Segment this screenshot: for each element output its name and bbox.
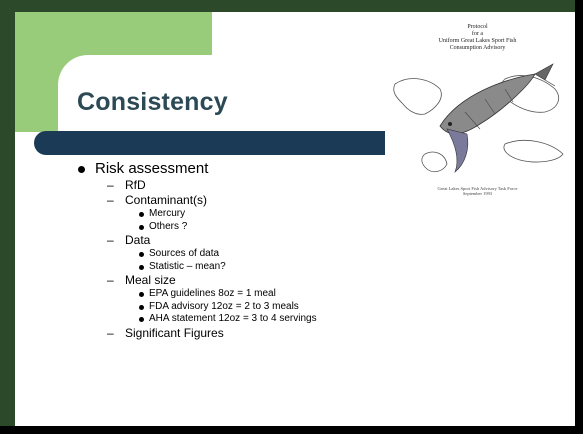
lake-outline bbox=[393, 78, 442, 115]
dash-icon: – bbox=[107, 325, 114, 340]
list-item: Mercury bbox=[139, 208, 478, 221]
small-dot-icon bbox=[139, 224, 144, 230]
sub-bullet-label: Contaminant(s) bbox=[125, 193, 208, 207]
sub-bullet-rfd: – RfD bbox=[107, 178, 478, 193]
report-cover-image: Protocol for a Uniform Great Lakes Sport… bbox=[385, 14, 570, 202]
sub-bullet-list: – RfD – Contaminant(s) Mercury Others ? … bbox=[107, 178, 478, 341]
small-dot-icon bbox=[139, 264, 144, 270]
fish-icon bbox=[439, 63, 556, 173]
dash-icon: – bbox=[107, 193, 114, 207]
list-item: EPA guidelines 8oz = 1 meal bbox=[139, 288, 478, 301]
cover-title-line: Protocol bbox=[467, 24, 488, 30]
small-dot-icon bbox=[139, 212, 144, 217]
sub-sub-bullet-list: Sources of data Statistic – mean? bbox=[139, 248, 478, 273]
dash-icon: – bbox=[107, 273, 114, 287]
bullet-risk-assessment: Risk assessment – RfD – Contaminant(s) M… bbox=[78, 160, 478, 341]
title-underline-bar bbox=[34, 131, 394, 155]
small-dot-icon bbox=[139, 304, 144, 310]
cover-footer-line: September 1993 bbox=[462, 191, 493, 196]
bullet-list: Risk assessment – RfD – Contaminant(s) M… bbox=[78, 160, 478, 341]
sub-bullet-label: Meal size bbox=[125, 273, 176, 287]
small-dot-icon bbox=[139, 252, 144, 257]
list-item-text: AHA statement 12oz = 3 to 4 servings bbox=[149, 313, 317, 324]
small-dot-icon bbox=[139, 317, 144, 322]
list-item-text: EPA guidelines 8oz = 1 meal bbox=[149, 288, 276, 299]
frame-right-border bbox=[575, 0, 583, 434]
cover-footer-line: Great Lakes Sport Fish Advisory Task For… bbox=[437, 186, 518, 191]
list-item-text: Statistic – mean? bbox=[149, 260, 226, 272]
list-item-text: Sources of data bbox=[149, 248, 220, 259]
great-lakes-fish-illustration bbox=[393, 63, 564, 173]
bullet-label: Risk assessment bbox=[95, 160, 209, 177]
sub-bullet-label: Significant Figures bbox=[125, 325, 224, 340]
small-dot-icon bbox=[139, 292, 144, 297]
slide-content: Risk assessment – RfD – Contaminant(s) M… bbox=[78, 160, 478, 341]
dash-icon: – bbox=[107, 178, 114, 192]
cover-title-line: Uniform Great Lakes Sport Fish bbox=[438, 38, 517, 44]
list-item: FDA advisory 12oz = 2 to 3 meals bbox=[139, 301, 478, 314]
list-item-text: Mercury bbox=[149, 208, 186, 219]
list-item: Others ? bbox=[139, 221, 478, 234]
lake-outline bbox=[421, 151, 448, 173]
frame-left-border bbox=[0, 0, 15, 434]
sub-bullet-label: RfD bbox=[125, 178, 146, 192]
sub-bullet-meal-size: – Meal size EPA guidelines 8oz = 1 meal … bbox=[107, 273, 478, 326]
cover-title-line: for a bbox=[471, 31, 484, 37]
list-item: Statistic – mean? bbox=[139, 261, 478, 274]
sub-bullet-contaminants: – Contaminant(s) Mercury Others ? bbox=[107, 193, 478, 233]
cover-title-line: Consumption Advisory bbox=[449, 45, 506, 51]
dash-icon: – bbox=[107, 233, 114, 247]
slide-title: Consistency bbox=[77, 88, 228, 116]
sub-sub-bullet-list: EPA guidelines 8oz = 1 meal FDA advisory… bbox=[139, 288, 478, 326]
list-item: AHA statement 12oz = 3 to 4 servings bbox=[139, 313, 478, 326]
frame-top-border bbox=[0, 0, 583, 12]
list-item: Sources of data bbox=[139, 248, 478, 261]
sub-bullet-data: – Data Sources of data Statistic – mean? bbox=[107, 233, 478, 273]
sub-bullet-label: Data bbox=[125, 233, 151, 247]
bullet-dot-icon bbox=[78, 166, 85, 173]
cover-title: Protocol for a Uniform Great Lakes Sport… bbox=[385, 24, 570, 52]
cover-footer: Great Lakes Sport Fish Advisory Task For… bbox=[385, 186, 570, 196]
sub-bullet-significant-figures: – Significant Figures bbox=[107, 326, 478, 341]
frame-bottom-border bbox=[0, 426, 583, 434]
sub-sub-bullet-list: Mercury Others ? bbox=[139, 208, 478, 233]
lake-outline bbox=[503, 139, 564, 163]
list-item-text: Others ? bbox=[149, 220, 188, 232]
list-item-text: FDA advisory 12oz = 2 to 3 meals bbox=[149, 300, 299, 312]
